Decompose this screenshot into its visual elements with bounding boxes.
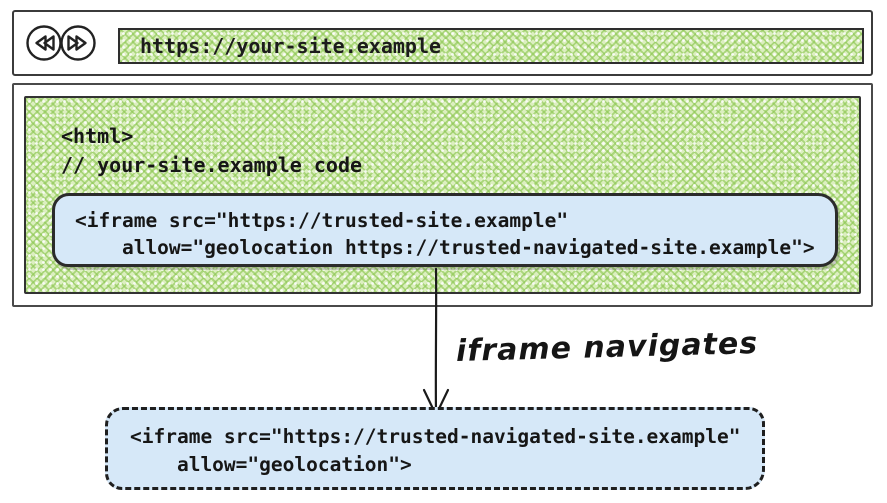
page-source-code: <html> // your-site.example code (61, 122, 362, 180)
forward-button[interactable] (59, 24, 97, 62)
navigated-iframe-src-line: <iframe src="https://trusted-navigated-s… (130, 425, 741, 448)
back-button[interactable] (25, 24, 63, 62)
url-text: https://your-site.example (140, 34, 442, 58)
arrow-label: iframe navigates (455, 326, 759, 369)
iframe-code-box: <iframe src="https://trusted-site.exampl… (52, 193, 838, 267)
site-code-comment-line: // your-site.example code (61, 153, 363, 177)
navigated-iframe-code-box: <iframe src="https://trusted-navigated-s… (105, 407, 765, 490)
rewind-icon (26, 25, 62, 61)
fast-forward-icon (60, 25, 96, 61)
iframe-allow-line: allow="geolocation https://trusted-navig… (75, 236, 815, 259)
navigation-arrow (422, 267, 450, 417)
page-content-area: <html> // your-site.example code <iframe… (24, 96, 861, 294)
url-bar[interactable]: https://your-site.example (118, 28, 864, 64)
html-open-tag-line: <html> (61, 124, 134, 148)
navigated-iframe-allow-line: allow="geolocation"> (130, 453, 412, 476)
iframe-src-line: <iframe src="https://trusted-site.exampl… (75, 209, 569, 232)
down-arrow-icon (422, 267, 450, 417)
browser-window: <html> // your-site.example code <iframe… (12, 83, 873, 307)
browser-toolbar: https://your-site.example (12, 10, 873, 76)
